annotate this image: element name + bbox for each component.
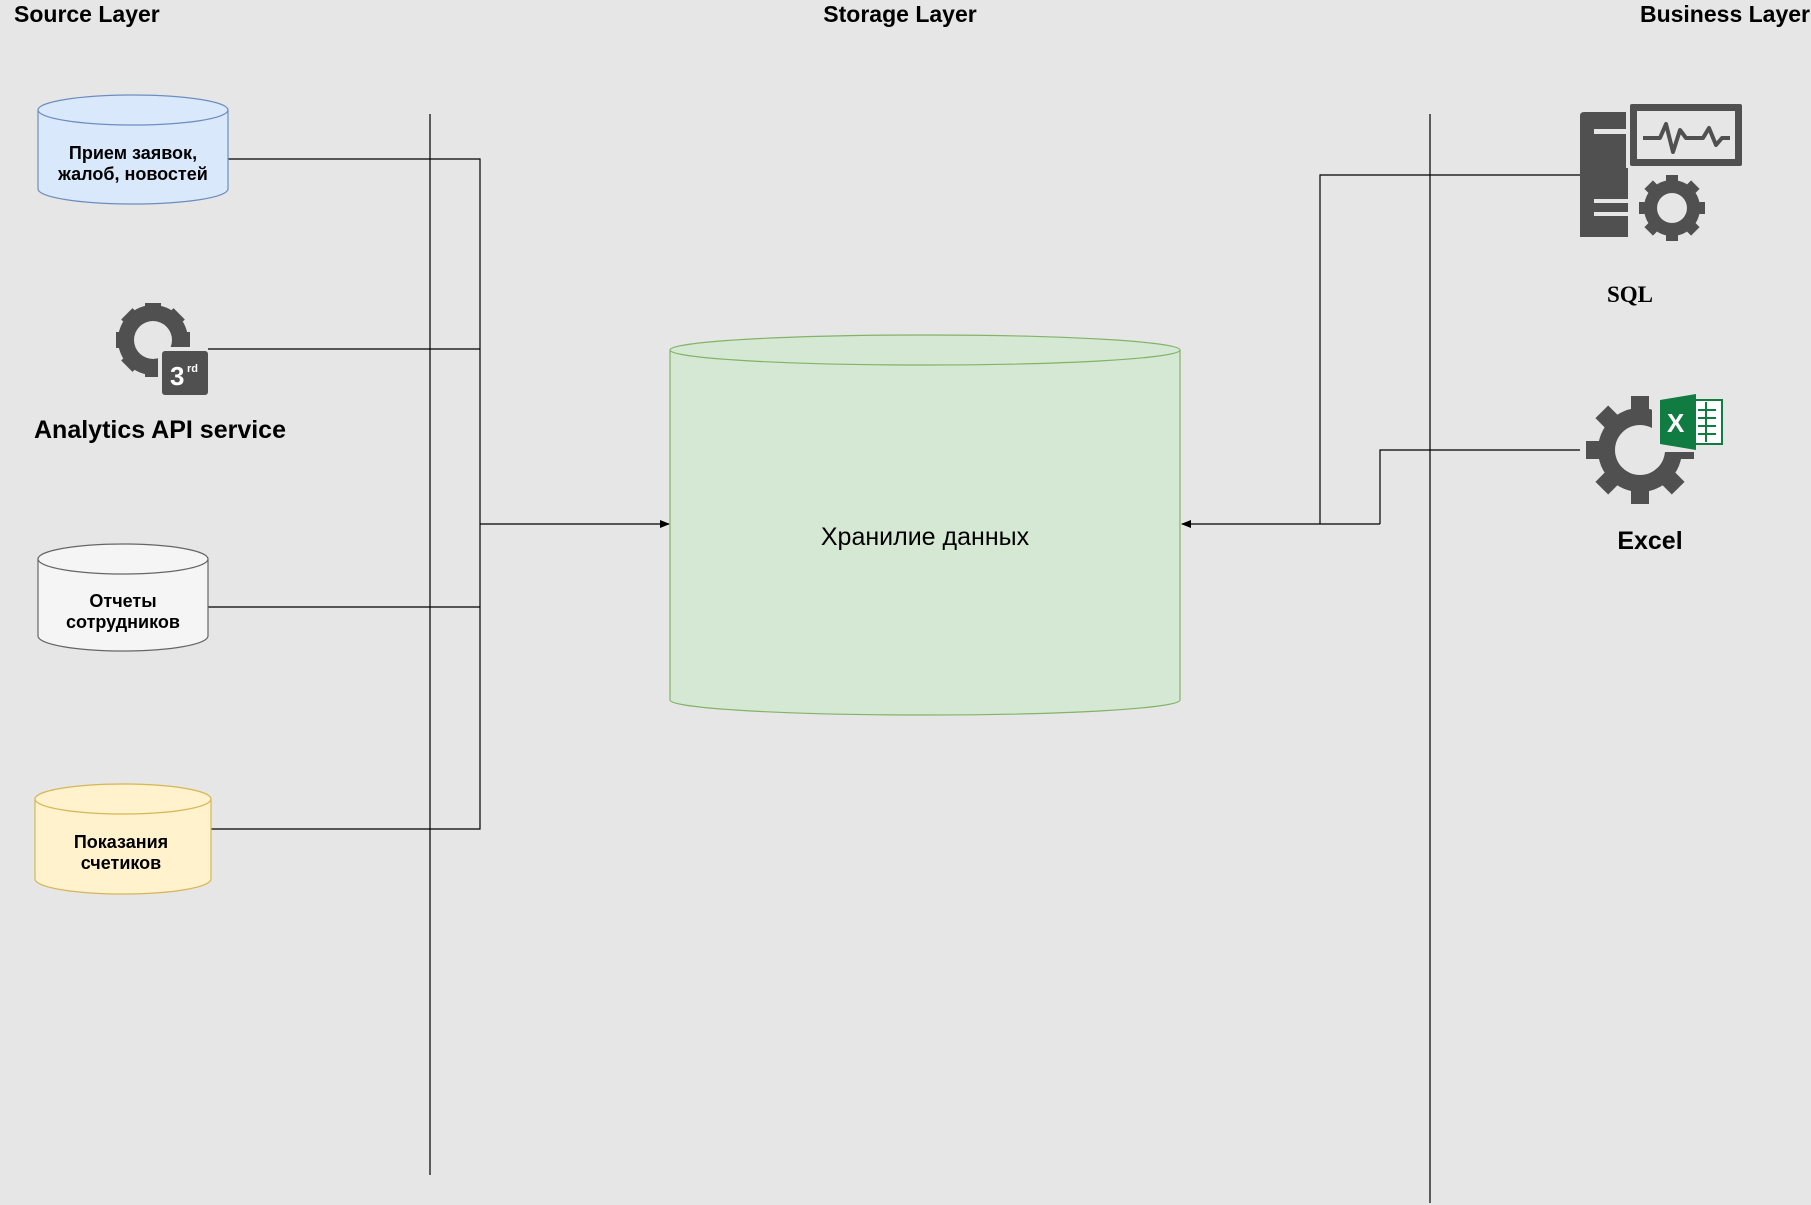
requests-database[interactable]: Прием заявок, жалоб, новостей [37, 94, 229, 205]
meters-cylinder-body [34, 799, 212, 895]
meters-database[interactable]: Показания счетиков [34, 783, 212, 895]
excel-tool[interactable]: X Excel [1586, 390, 1724, 555]
business-layer-title: Business Layer [1640, 1, 1810, 27]
reports-label-line2: сотрудников [66, 612, 180, 632]
source-connectors [208, 158, 670, 830]
requests-label-line2: жалоб, новостей [57, 164, 208, 184]
excel-connector [1379, 449, 1580, 524]
sql-label: SQL [1607, 282, 1653, 307]
third-party-badge: 3 [170, 361, 184, 391]
source-bus-line [210, 158, 481, 830]
warehouse-cylinder-top [669, 334, 1181, 366]
excel-label: Excel [1617, 527, 1682, 555]
requests-cylinder-top [37, 94, 229, 126]
data-warehouse[interactable]: Хранилие данных [669, 334, 1181, 716]
warehouse-cylinder-body [669, 350, 1181, 716]
meters-cylinder-top [34, 783, 212, 815]
analytics-api-service[interactable]: 3 rd Analytics API service [34, 303, 286, 444]
source-layer-title: Source Layer [14, 1, 160, 27]
meters-label-line2: счетиков [81, 853, 161, 873]
server-monitor-gear-icon [1580, 102, 1742, 245]
warehouse-label: Хранилие данных [821, 523, 1030, 551]
gear-third-party-icon: 3 rd [116, 303, 208, 395]
gear-excel-icon: X [1586, 390, 1724, 504]
business-connectors [1181, 174, 1580, 528]
third-party-badge-sup: rd [187, 363, 198, 375]
reports-cylinder-top [37, 543, 209, 575]
requests-label-line1: Прием заявок, [69, 143, 197, 163]
storage-layer-title: Storage Layer [823, 1, 976, 27]
sql-tool[interactable]: SQL [1580, 102, 1742, 307]
svg-text:X: X [1667, 408, 1685, 438]
reports-cylinder-body [37, 559, 209, 652]
meters-label-line1: Показания [74, 832, 168, 852]
requests-cylinder-body [37, 110, 229, 205]
reports-label-line1: Отчеты [89, 591, 156, 611]
reports-database[interactable]: Отчеты сотрудников [37, 543, 209, 652]
sql-connector [1319, 174, 1580, 524]
analytics-api-label: Analytics API service [34, 416, 286, 444]
